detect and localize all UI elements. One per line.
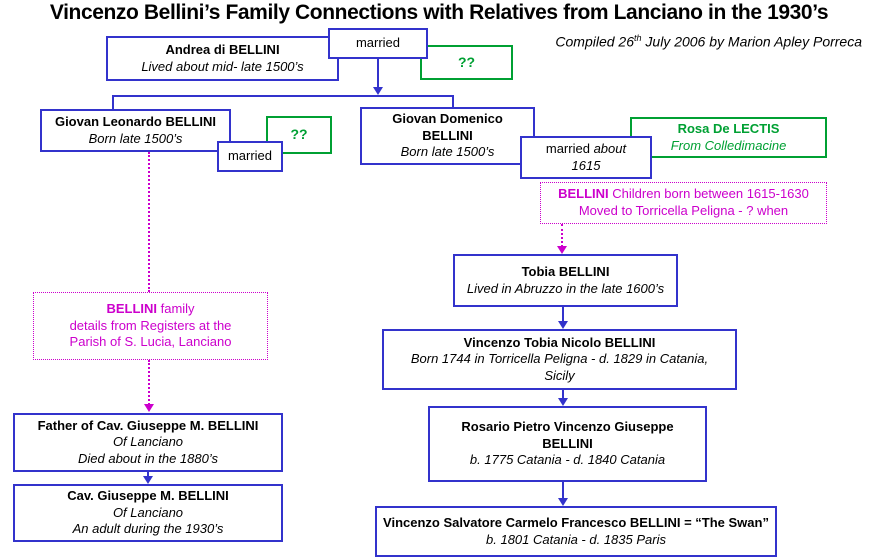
connector-dotted-children-to-tobia [561, 224, 563, 247]
person-name: Cav. Giuseppe M. BELLINI [67, 488, 229, 504]
note-line3: Parish of S. Lucia, Lanciano [69, 334, 232, 350]
person-name-line1: Giovan Domenico [392, 111, 503, 127]
connector-bracket-right-leg [452, 95, 454, 108]
connector-father-down [147, 472, 149, 477]
note-line2: details from Registers at the [69, 317, 232, 333]
note-bold: BELLINI [558, 186, 609, 202]
person-name-line2: BELLINI [422, 127, 473, 143]
marriage-word-italic: about [593, 140, 627, 156]
person-name: Andrea di BELLINI [165, 41, 280, 57]
arrowhead-marriage1 [373, 87, 383, 95]
compiled-by-caption: Compiled 26th July 2006 by Marion Apley … [555, 33, 862, 50]
note-box-children: BELLINI Children born between 1615-1630 … [540, 182, 827, 224]
person-detail-line1: Of Lanciano [112, 434, 184, 450]
unknown-spouse-label: ?? [290, 126, 308, 143]
unknown-spouse-box-1: ?? [420, 45, 513, 80]
person-detail: Born 1744 in Torricella Peligna - d. 182… [410, 351, 709, 383]
person-detail: Born late 1500’s [400, 144, 495, 160]
marriage-label: married [355, 35, 401, 51]
person-name: Rosa De LECTIS [677, 120, 780, 136]
unknown-spouse-label: ?? [457, 53, 476, 70]
marriage-year: 1615 [571, 157, 601, 173]
note-rest: family [157, 301, 195, 317]
marriage-word: married [545, 140, 590, 156]
connector-vincenzo-tobia-down [562, 390, 564, 399]
note-box-family-registers: BELLINI family details from Registers at… [33, 292, 268, 360]
person-detail: Lived about mid- late 1500’s [141, 58, 304, 74]
note-bold: BELLINI [106, 301, 157, 317]
arrowhead-vincenzo-tobia [558, 398, 568, 406]
marriage-box-3: married about 1615 [520, 136, 652, 179]
person-name: Vincenzo Tobia Nicolo BELLINI [463, 334, 656, 350]
marriage-label-line2: 1615 [572, 158, 601, 175]
person-box-cav-giuseppe: Cav. Giuseppe M. BELLINI Of Lanciano An … [13, 484, 283, 542]
note-line1: BELLINI family [106, 301, 194, 318]
person-box-leonardo: Giovan Leonardo BELLINI Born late 1500’s [40, 109, 231, 152]
person-detail: Born late 1500’s [88, 130, 183, 146]
page-title: Vincenzo Bellini’s Family Connections wi… [49, 1, 829, 24]
person-box-domenico: Giovan Domenico BELLINI Born late 1500’s [360, 107, 535, 165]
person-name: Father of Cav. Giuseppe M. BELLINI [37, 417, 259, 433]
arrowhead-magenta-tobia [557, 246, 567, 254]
person-detail-line2: An adult during the 1930’s [72, 521, 224, 537]
arrowhead-rosario [558, 498, 568, 506]
person-name-line1: Rosario Pietro Vincenzo Giuseppe [461, 419, 674, 435]
person-name: Vincenzo Salvatore Carmelo Francesco BEL… [383, 514, 769, 530]
connector-tobia-down [562, 307, 564, 322]
connector-marriage1-down [377, 59, 379, 88]
marriage-box-2: married [217, 141, 283, 172]
person-detail: Lived in Abruzzo in the late 1600’s [466, 280, 665, 296]
person-detail: From Colledimacine [670, 137, 787, 153]
person-box-rosa: Rosa De LECTIS From Colledimacine [630, 117, 827, 158]
person-detail-line1: Of Lanciano [112, 504, 184, 520]
connector-sibling-bracket [112, 95, 454, 97]
person-detail: b. 1775 Catania - d. 1840 Catania [469, 452, 666, 468]
compiled-prefix: Compiled 26 [555, 33, 634, 50]
connector-dotted-leonardo-to-note [148, 152, 150, 292]
person-box-andrea: Andrea di BELLINI Lived about mid- late … [106, 36, 339, 81]
arrowhead-father [143, 476, 153, 484]
marriage-box-1: married [328, 28, 428, 59]
connector-dotted-note-to-father [148, 360, 150, 405]
person-box-swan: Vincenzo Salvatore Carmelo Francesco BEL… [375, 506, 777, 557]
person-box-rosario: Rosario Pietro Vincenzo Giuseppe BELLINI… [428, 406, 707, 482]
person-box-father: Father of Cav. Giuseppe M. BELLINI Of La… [13, 413, 283, 472]
person-name-line2: BELLINI [542, 435, 593, 451]
person-detail-line2: Died about in the 1880’s [78, 450, 218, 466]
compiled-suffix: July 2006 by Marion Apley Porreca [641, 33, 862, 50]
marriage-label-line1: married about [546, 141, 626, 158]
person-name: Giovan Leonardo BELLINI [54, 113, 217, 129]
connector-rosario-down [562, 482, 564, 499]
person-box-vincenzo-tobia: Vincenzo Tobia Nicolo BELLINI Born 1744 … [382, 329, 737, 390]
person-name: Tobia BELLINI [521, 263, 610, 279]
arrowhead-magenta-father [144, 404, 154, 412]
marriage-label: married [227, 148, 273, 164]
note-line2: Moved to Torricella Peligna - ? when [578, 203, 789, 218]
person-box-tobia: Tobia BELLINI Lived in Abruzzo in the la… [453, 254, 678, 307]
note-line1: BELLINI Children born between 1615-1630 [558, 186, 809, 203]
connector-bracket-left-leg [112, 95, 114, 110]
person-detail: b. 1801 Catania - d. 1835 Paris [486, 531, 666, 547]
arrowhead-tobia [558, 321, 568, 329]
compiled-ordinal: th [634, 33, 642, 43]
note-rest: Children born between 1615-1630 [608, 186, 809, 202]
